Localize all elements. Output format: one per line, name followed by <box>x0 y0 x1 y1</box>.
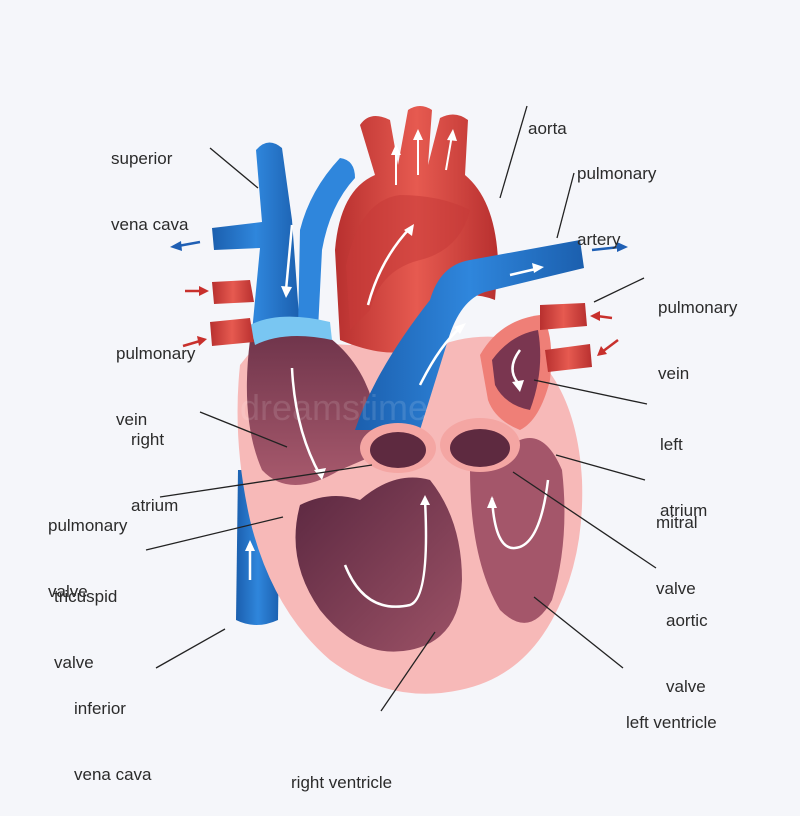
label-pulmonary-vein-right: pulmonary vein <box>658 298 738 383</box>
label-superior-vena-cava: superior vena cava <box>111 149 189 234</box>
left-ventricle-chamber <box>470 438 565 623</box>
label-aorta: aorta <box>528 119 567 138</box>
label-mitral-valve: mitral valve <box>656 513 698 598</box>
label-pulmonary-vein-left: pulmonary vein <box>116 344 196 429</box>
heart-diagram: dreamstime <box>145 105 657 712</box>
pulmonary-veins-left <box>540 303 592 372</box>
superior-vena-cava-vessel <box>212 142 355 345</box>
label-left-atrium: left atrium <box>660 435 708 520</box>
pulmonary-veins-right <box>210 280 254 346</box>
pulmonary-artery-vessel <box>355 240 584 430</box>
flow-arrows <box>170 240 628 356</box>
pulmonary-valve-ring <box>360 423 436 473</box>
label-left-ventricle: left ventricle <box>626 713 717 732</box>
label-tricuspid-valve: tricuspid valve <box>54 587 118 672</box>
aortic-valve-ring <box>440 418 520 472</box>
watermark: dreamstime <box>240 387 428 428</box>
leader-lines <box>145 105 657 712</box>
label-right-atrium: right atrium <box>131 430 179 515</box>
aorta-vessel <box>335 106 498 353</box>
right-ventricle-chamber <box>295 477 462 652</box>
label-right-ventricle: right ventricle <box>291 773 393 792</box>
label-pulmonary-valve: pulmonary valve <box>48 516 128 601</box>
label-inferior-vena-cava: inferior vena cava <box>74 699 152 784</box>
label-pulmonary-artery: pulmonary artery <box>577 164 657 249</box>
label-aortic-valve: aortic valve <box>666 611 708 696</box>
